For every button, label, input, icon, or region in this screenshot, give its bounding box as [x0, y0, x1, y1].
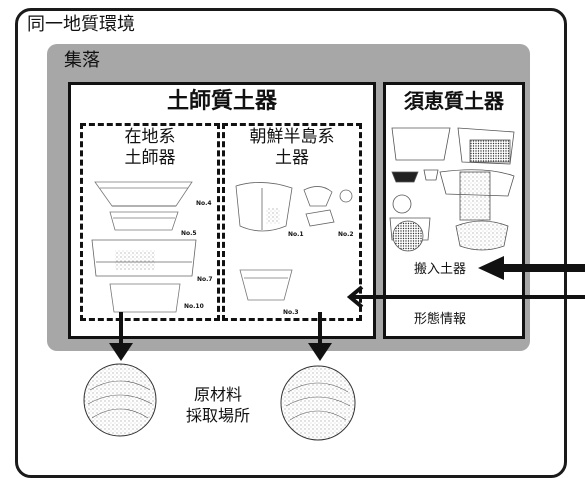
pottery-number: No.7: [197, 276, 213, 283]
shape-info-label: 形態情報: [414, 312, 467, 327]
pottery-number: No.10: [184, 303, 204, 310]
pottery-number: No.4: [196, 200, 212, 207]
pottery-number: No.3: [283, 309, 299, 316]
korean-style-label: 朝鮮半島系 土器: [249, 127, 335, 169]
sue-pottery-box: [383, 82, 525, 339]
local-haji-label: 在地系 土師器: [124, 127, 176, 169]
pottery-number: No.1: [288, 231, 304, 238]
diagram-stage: 同一地質環境 集落 土師質土器 須恵質土器 在地系 土師器 朝鮮半島系 土器: [15, 8, 585, 478]
sue-pottery-title: 須恵質土器: [404, 89, 504, 113]
import-pottery-label: 搬入土器: [414, 262, 467, 277]
pottery-number: No.5: [181, 230, 197, 237]
village-label: 集落: [64, 50, 100, 71]
pottery-number: No.2: [338, 231, 354, 238]
same-geology-label: 同一地質環境: [27, 14, 135, 35]
raw-material-source-label: 原材料 採取場所: [185, 385, 250, 425]
haji-pottery-title: 土師質土器: [166, 89, 277, 114]
